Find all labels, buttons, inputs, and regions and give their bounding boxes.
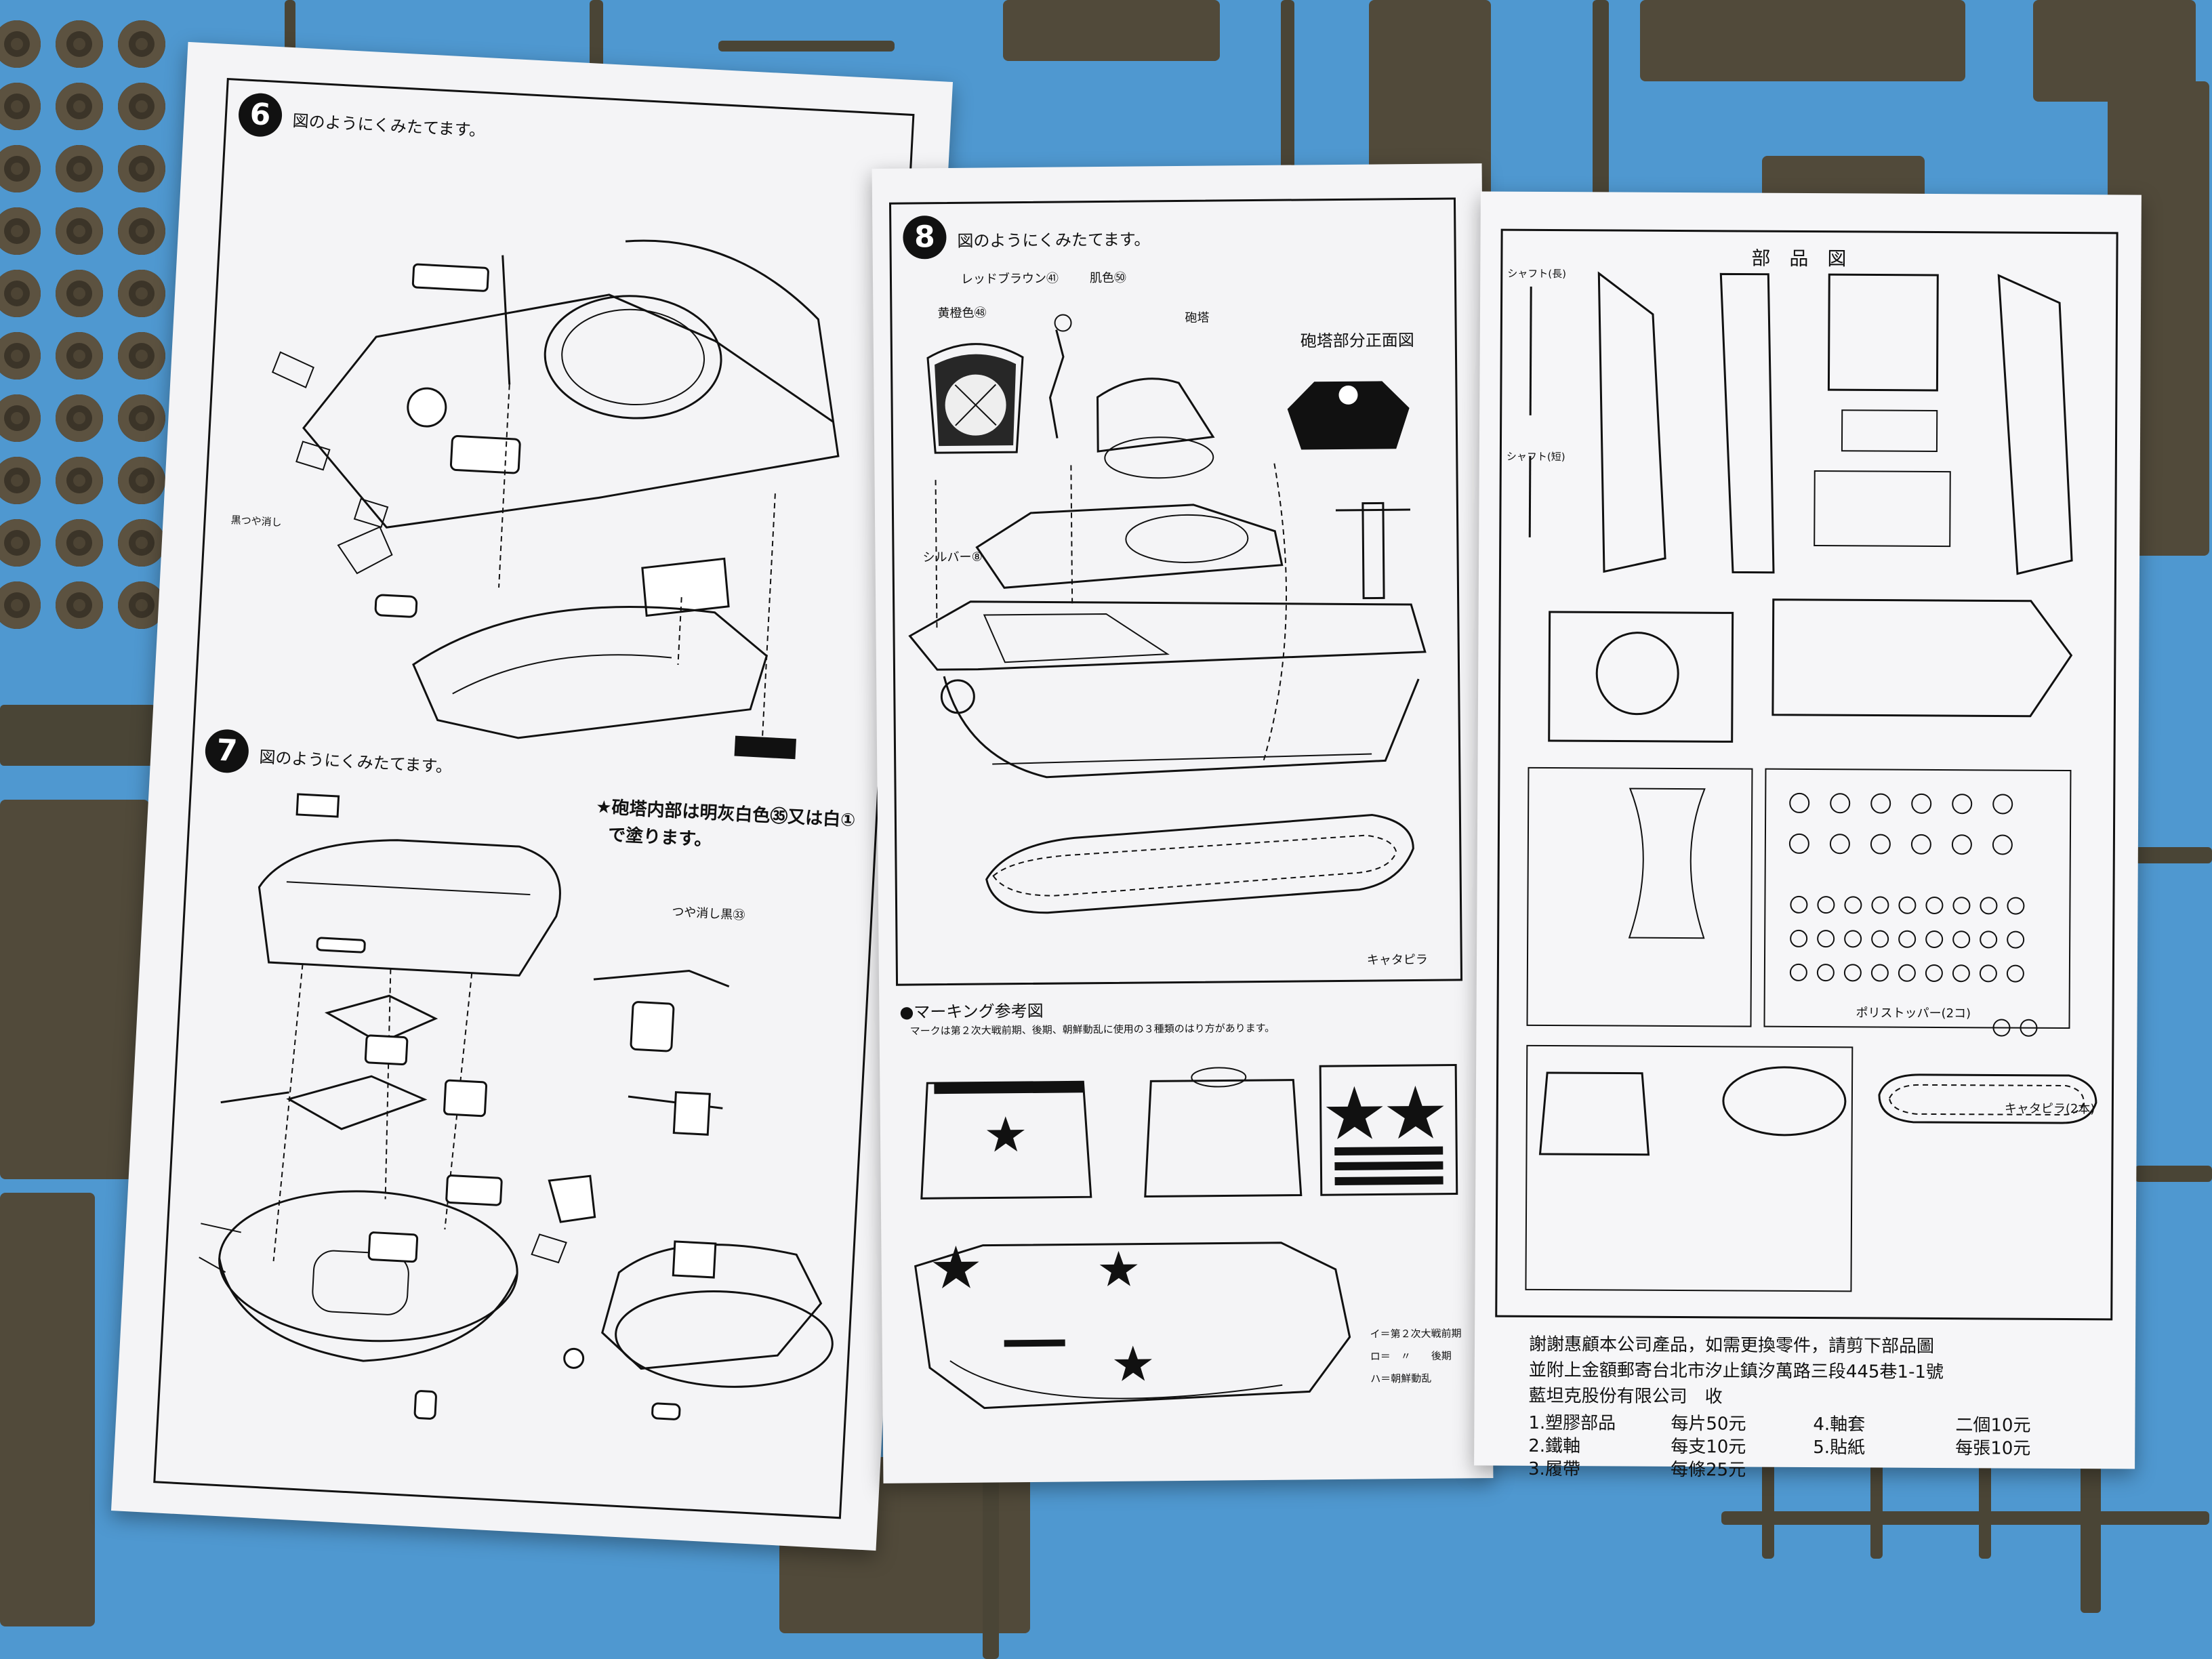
road-wheel xyxy=(0,270,41,317)
instruction-booklet: 6 図のようにくみたてます。 黒つや消し 7 図のように xyxy=(102,41,2142,1551)
road-wheel xyxy=(0,20,41,68)
road-wheel xyxy=(118,457,165,504)
wheel-sprue xyxy=(0,20,165,629)
order-info-line3: 藍坦克股份有限公司 收 xyxy=(1528,1385,1723,1408)
step8-number: 8 xyxy=(903,216,947,260)
price-item: 3.履帶 xyxy=(1528,1458,1580,1480)
price-value: 每片50元 xyxy=(1671,1413,1746,1435)
road-wheel xyxy=(118,145,165,192)
price-item: 5.貼紙 xyxy=(1813,1437,1866,1458)
right-page: 部 品 図 シャフト(長) シャフト(短) ポリストッパー(2コ) キャタピラ(… xyxy=(1474,191,2142,1481)
step7-turret-diagram xyxy=(199,793,834,1420)
sprue-part xyxy=(1003,0,1220,61)
road-wheel xyxy=(118,270,165,317)
road-wheel xyxy=(0,394,41,442)
road-wheel xyxy=(0,83,41,130)
sprue-runner xyxy=(2135,847,2212,863)
road-wheel xyxy=(0,457,41,504)
step8-vehicle-diagram xyxy=(908,314,1427,914)
road-wheel xyxy=(0,581,41,629)
legend-late-ww2: ロ＝ 〃 後期 xyxy=(1370,1349,1452,1363)
road-wheel xyxy=(56,332,103,380)
label-red-brown: レッドブラウン㊶ xyxy=(960,271,1059,287)
marking-description: マークは第２次大戦前期、後期、朝鮮動乱に使用の３種類のはり方があります。 xyxy=(909,1021,1275,1038)
order-info-line2: 並附上金額郵寄台北市汐止鎮汐萬路三段445巷1-1號 xyxy=(1528,1359,1944,1383)
road-wheel xyxy=(118,207,165,255)
sprue-runner xyxy=(1721,1511,2209,1525)
price-value: 二個10元 xyxy=(1955,1415,2031,1436)
price-value: 每張10元 xyxy=(1955,1438,2031,1459)
road-wheel xyxy=(118,394,165,442)
sprue-part xyxy=(0,800,149,1179)
marking-title: ●マーキング参考図 xyxy=(899,1001,1044,1022)
road-wheel xyxy=(56,270,103,317)
price-item: 2.鐵軸 xyxy=(1528,1435,1581,1457)
road-wheel xyxy=(118,83,165,130)
road-wheel xyxy=(0,145,41,192)
label-flesh: 肌色㊿ xyxy=(1089,270,1127,286)
road-wheel xyxy=(56,207,103,255)
sprue-runner xyxy=(2135,1166,2212,1182)
legend-early-ww2: イ＝第２次大戦前期 xyxy=(1370,1327,1462,1340)
step8-instruction: 図のようにくみたてます。 xyxy=(957,230,1151,251)
marking-views xyxy=(914,1063,1458,1410)
road-wheel xyxy=(56,83,103,130)
order-info-line1: 謝謝惠顧本公司產品，如需更換零件，請剪下部品圖 xyxy=(1528,1334,1935,1357)
sprue-runner xyxy=(1593,0,1609,203)
price-item: 1.塑膠部品 xyxy=(1528,1412,1616,1434)
left-page: 6 図のようにくみたてます。 黒つや消し 7 図のように xyxy=(110,41,954,1551)
road-wheel xyxy=(56,457,103,504)
road-wheel xyxy=(56,394,103,442)
road-wheel xyxy=(56,581,103,629)
road-wheel xyxy=(56,145,103,192)
road-wheel xyxy=(0,207,41,255)
road-wheel xyxy=(56,519,103,567)
sprue-part xyxy=(0,1193,95,1626)
road-wheel xyxy=(0,519,41,567)
sprue-runner xyxy=(0,705,156,766)
parts-sprue-diagram xyxy=(1525,271,2097,1292)
legend-korean-war: ハ＝朝鮮動乱 xyxy=(1370,1372,1432,1385)
road-wheel xyxy=(56,20,103,68)
price-value: 每支10元 xyxy=(1671,1436,1746,1458)
step6-hull-diagram xyxy=(271,239,840,760)
price-item: 4.軸套 xyxy=(1813,1414,1866,1435)
sprue-part xyxy=(1640,0,1965,81)
road-wheel xyxy=(0,332,41,380)
price-value: 每條25元 xyxy=(1670,1459,1746,1481)
sprue-runner xyxy=(718,41,895,52)
road-wheel xyxy=(118,20,165,68)
step6-matte-black-label: 黒つや消し xyxy=(230,514,283,529)
middle-page: 8 図のようにくみたてます。 レッドブラウン㊶ 肌色㊿ 黄橙色㊽ 砲塔 砲塔部分… xyxy=(872,163,1494,1483)
sprue-runner xyxy=(1281,0,1294,203)
road-wheel xyxy=(118,519,165,567)
road-wheel xyxy=(118,332,165,380)
